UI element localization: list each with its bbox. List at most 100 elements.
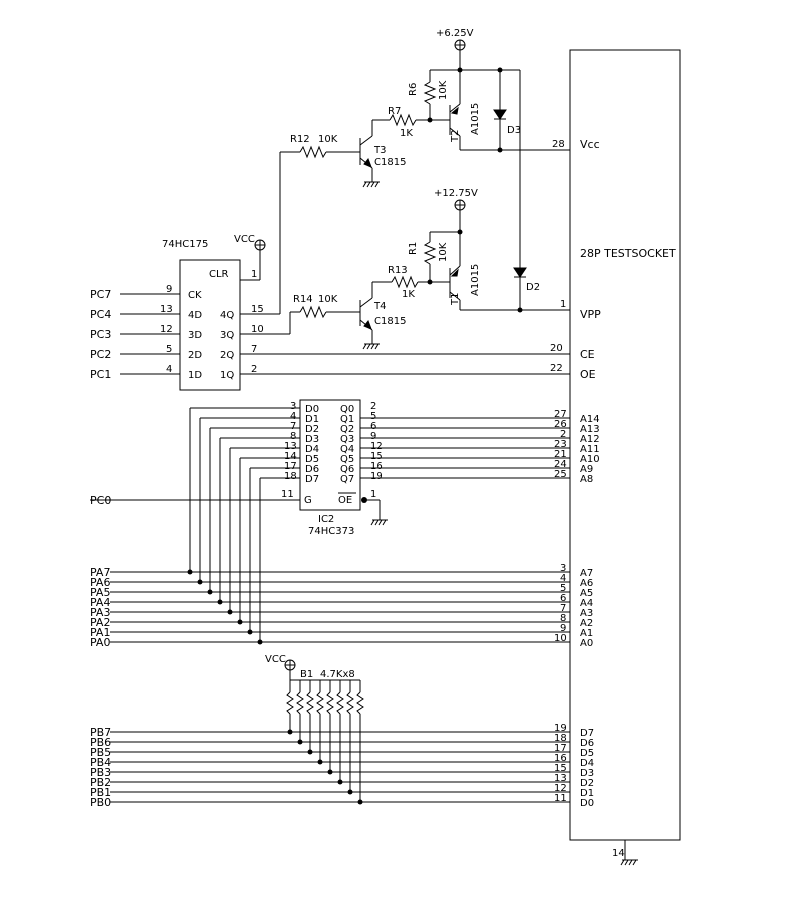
socket-vpp-label: VPP bbox=[580, 308, 601, 321]
port-pa6: PA6 bbox=[90, 576, 110, 589]
socket-pin-19: 19 bbox=[554, 723, 567, 734]
port-pa5: PA5 bbox=[90, 586, 110, 599]
socket-pin-11: 11 bbox=[554, 793, 567, 804]
ic2-pin-9: 9 bbox=[370, 431, 376, 442]
ic2-name: IC2 bbox=[318, 514, 334, 525]
r7-value: 1K bbox=[400, 128, 413, 139]
socket-pin-12: 12 bbox=[554, 783, 567, 794]
ic2-pin-16: 16 bbox=[370, 461, 383, 472]
r12-value: 10K bbox=[318, 134, 338, 145]
socket-d5: D5 bbox=[580, 748, 594, 759]
ic2-pin-3: 3 bbox=[290, 401, 296, 412]
ic2-g-label: G bbox=[304, 495, 312, 506]
bus-junction bbox=[347, 789, 353, 795]
t2-part: A1015 bbox=[470, 103, 481, 135]
ic2-pin-19: 19 bbox=[370, 471, 383, 482]
socket-vcc-pin: 28 bbox=[552, 139, 565, 150]
ic175-pin-15: 15 bbox=[251, 304, 264, 315]
ic175-pin-12: 12 bbox=[160, 324, 173, 335]
port-pc7: PC7 bbox=[90, 288, 111, 301]
r6-value: 10K bbox=[438, 80, 449, 100]
socket-pin-17: 17 bbox=[554, 743, 567, 754]
t3-label: T3 bbox=[373, 145, 386, 156]
r13-value: 1K bbox=[402, 289, 415, 300]
ic2-q2: Q2 bbox=[340, 424, 354, 435]
pullup-resistor bbox=[306, 691, 314, 715]
bus-junction bbox=[337, 779, 343, 785]
ic2-d3: D3 bbox=[305, 434, 319, 445]
power-1275v-icon bbox=[454, 199, 466, 211]
port-pa3: PA3 bbox=[90, 606, 110, 619]
ic175-pin-13: 13 bbox=[160, 304, 173, 315]
socket-ce-pin: 20 bbox=[550, 343, 563, 354]
bus-junction bbox=[247, 629, 253, 635]
ic2-d7: D7 bbox=[305, 474, 319, 485]
socket-pin-24: 24 bbox=[554, 459, 567, 470]
ic-175-clr-pin: 1 bbox=[251, 269, 257, 280]
r1-value: 10K bbox=[438, 242, 449, 262]
socket-a8: A8 bbox=[580, 474, 593, 485]
socket-d6: D6 bbox=[580, 738, 594, 749]
socket-a7: A7 bbox=[580, 568, 593, 579]
port-pa4: PA4 bbox=[90, 596, 110, 609]
ic2-g-pin: 11 bbox=[281, 489, 294, 500]
socket-a10: A10 bbox=[580, 454, 600, 465]
bus-junction bbox=[297, 739, 303, 745]
ic175-label-2q: 2Q bbox=[220, 350, 234, 361]
t3-part: C1815 bbox=[374, 157, 406, 168]
ic2-pin-18: 18 bbox=[284, 471, 297, 482]
ic2-pin-15: 15 bbox=[370, 451, 383, 462]
socket-pin-2: 2 bbox=[560, 429, 566, 440]
pullup-value: 4.7Kx8 bbox=[320, 669, 355, 680]
socket-d1: D1 bbox=[580, 788, 594, 799]
pullup-resistor bbox=[286, 691, 294, 715]
ic2-pin-5: 5 bbox=[370, 411, 376, 422]
socket-d0: D0 bbox=[580, 798, 594, 809]
ic175-pin-10: 10 bbox=[251, 324, 264, 335]
ic175-label-1q: 1Q bbox=[220, 370, 234, 381]
ic2-pin-14: 14 bbox=[284, 451, 297, 462]
pc0-label: PC0 bbox=[90, 494, 111, 507]
socket-a14: A14 bbox=[580, 414, 600, 425]
test-socket-label: 28P TESTSOCKET bbox=[580, 247, 676, 260]
ic2-q3: Q3 bbox=[340, 434, 354, 445]
ic175-pin-9: 9 bbox=[166, 284, 172, 295]
bus-junction bbox=[327, 769, 333, 775]
port-pc1: PC1 bbox=[90, 368, 111, 381]
pullup-resistor bbox=[296, 691, 304, 715]
socket-ce-label: CE bbox=[580, 348, 595, 361]
vcc-175-icon bbox=[254, 239, 266, 251]
ic2-q5: Q5 bbox=[340, 454, 354, 465]
ic2-pin-13: 13 bbox=[284, 441, 297, 452]
socket-d4: D4 bbox=[580, 758, 594, 769]
socket-pin-16: 16 bbox=[554, 753, 567, 764]
socket-a13: A13 bbox=[580, 424, 600, 435]
socket-d3: D3 bbox=[580, 768, 594, 779]
r14-value: 10K bbox=[318, 294, 338, 305]
port-pb0: PB0 bbox=[90, 796, 111, 809]
pullup-resistor bbox=[326, 691, 334, 715]
socket-pin-18: 18 bbox=[554, 733, 567, 744]
socket-pin-5: 5 bbox=[560, 583, 566, 594]
socket-pin-10: 10 bbox=[554, 633, 567, 644]
socket-pin-4: 4 bbox=[560, 573, 566, 584]
ic2-q0: Q0 bbox=[340, 404, 354, 415]
port-pa7: PA7 bbox=[90, 566, 110, 579]
port-pa0: PA0 bbox=[90, 636, 110, 649]
socket-gnd-pin: 14 bbox=[612, 848, 625, 859]
port-pc2: PC2 bbox=[90, 348, 111, 361]
socket-a2: A2 bbox=[580, 618, 593, 629]
ic2-pin-17: 17 bbox=[284, 461, 297, 472]
ic2-part: 74HC373 bbox=[308, 526, 354, 537]
pullup-resistor bbox=[316, 691, 324, 715]
socket-a11: A11 bbox=[580, 444, 600, 455]
bus-junction bbox=[187, 569, 193, 575]
port-pa1: PA1 bbox=[90, 626, 110, 639]
socket-pin-21: 21 bbox=[554, 449, 567, 460]
power-625v-icon bbox=[454, 39, 466, 51]
ic2-pin-7: 7 bbox=[290, 421, 296, 432]
socket-a4: A4 bbox=[580, 598, 593, 609]
ic2-oe-label: OE bbox=[338, 495, 352, 506]
ic-175-label: 74HC175 bbox=[162, 239, 208, 250]
